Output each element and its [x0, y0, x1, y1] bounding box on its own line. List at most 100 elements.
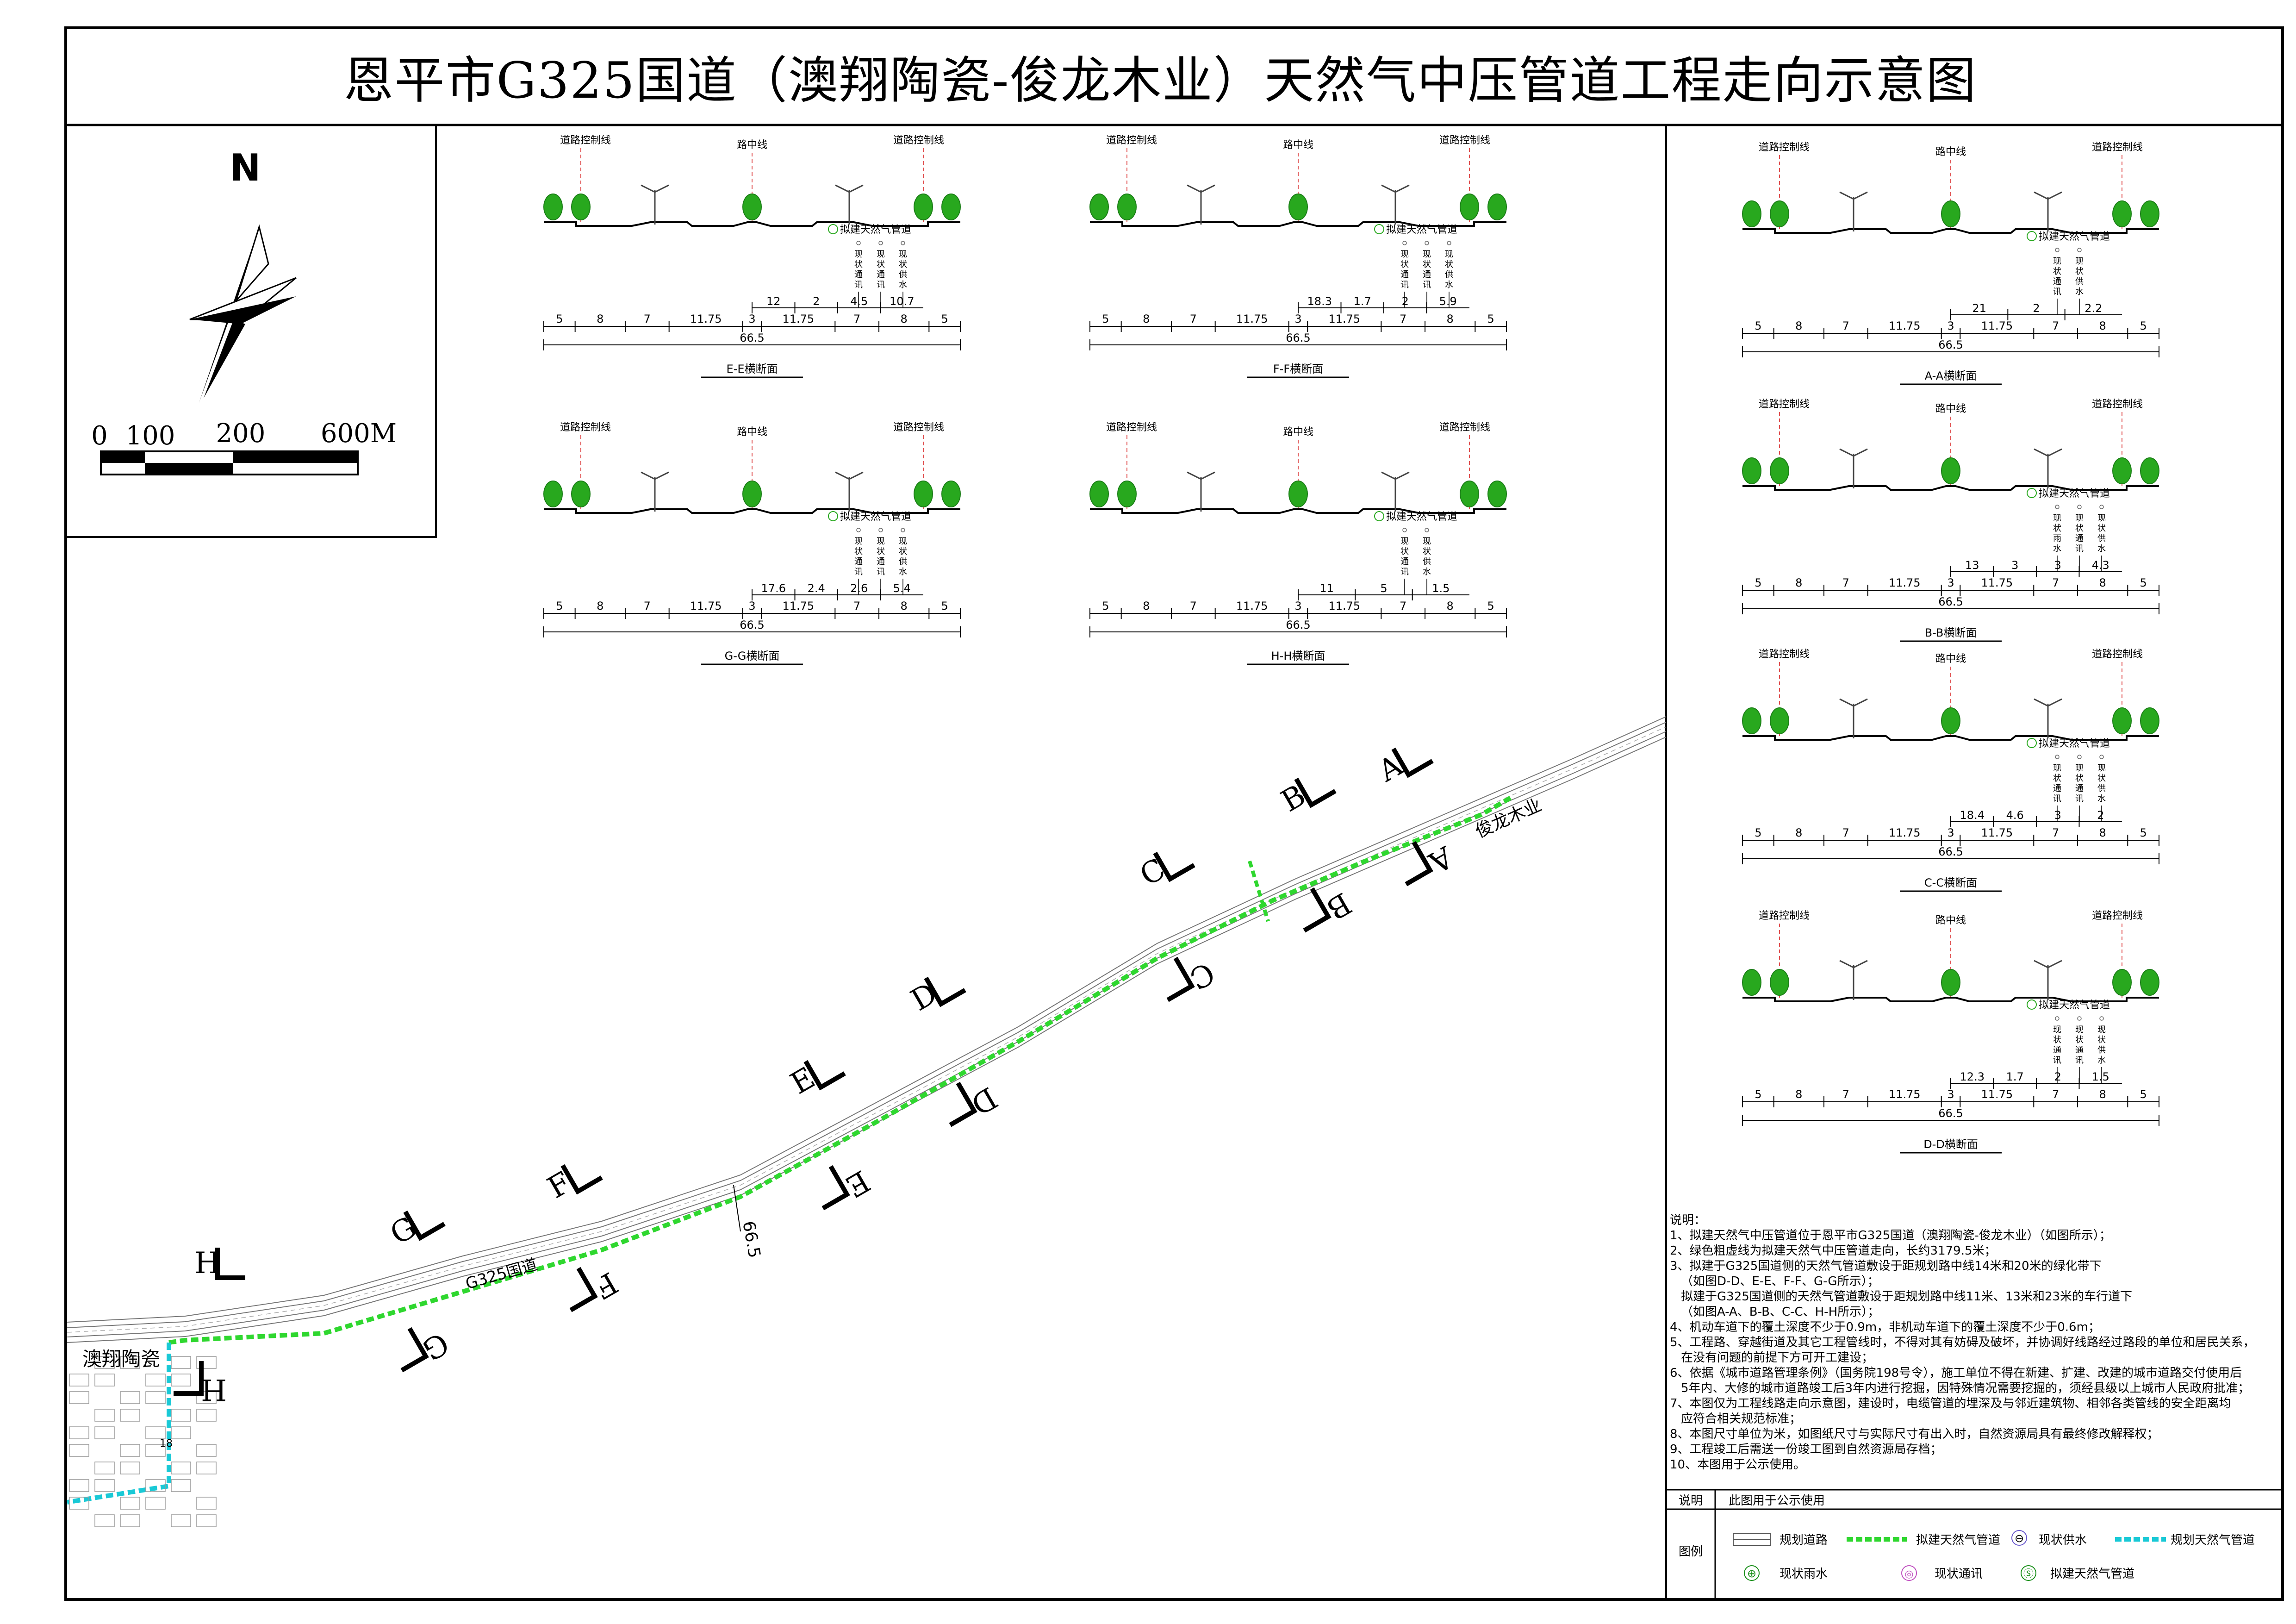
utility-label-char: 现 — [2053, 763, 2061, 773]
tree-icon — [742, 481, 762, 507]
building-block — [120, 1356, 140, 1369]
width-dimension: 3 — [1294, 600, 1301, 612]
width-dimension: 5 — [1487, 600, 1494, 612]
section-marker-a: A — [1372, 747, 1434, 789]
width-dimension: 3 — [1947, 826, 1954, 839]
total-width: 66.5 — [1938, 1107, 1963, 1120]
building-block — [145, 1391, 166, 1404]
proposed-gas-pipe-route — [168, 794, 1515, 1345]
road-edge-line — [67, 722, 1667, 1328]
building-block — [120, 1444, 140, 1457]
street-lamp-icon — [2034, 191, 2062, 200]
tree-icon — [1288, 194, 1308, 220]
north-arrow-box: N 0 100 200 600M — [65, 124, 437, 538]
centerline-label: 路中线 — [1283, 426, 1313, 438]
building-block — [196, 1356, 217, 1369]
width-dimension: 8 — [2099, 319, 2106, 332]
width-dimension: 7 — [2052, 826, 2059, 839]
building-block — [171, 1409, 191, 1422]
utility-point-icon — [1402, 528, 1407, 532]
utility-label-char: 现 — [2097, 763, 2106, 773]
utility-label-char: 现 — [2097, 513, 2106, 523]
offset-dimension: 4.6 — [2006, 809, 2024, 822]
utility-label-char: 讯 — [2075, 794, 2084, 804]
section-caption: D-D横断面 — [1923, 1138, 1978, 1151]
offset-dimension: 17.6 — [761, 582, 786, 595]
offset-dimension: 1.5 — [1432, 582, 1450, 595]
offset-dimension: 3 — [2054, 559, 2061, 572]
note-line: 2、绿色粗虚线为拟建天然气中压管道走向，长约3179.5米； — [1670, 1244, 1997, 1258]
note-line: 拟建于G325国道侧的天然气管道敷设于距规划路中线11米、13米和23米的车行道… — [1681, 1290, 2133, 1304]
outer-frame — [64, 26, 2284, 1601]
width-dimension: 11.75 — [782, 600, 814, 612]
offset-dimension: 5.9 — [1439, 295, 1457, 308]
building-block — [120, 1409, 140, 1422]
utility-label-char: 讯 — [877, 280, 885, 290]
building-block — [171, 1479, 191, 1492]
width-dimension: 7 — [1400, 600, 1406, 612]
building-block — [196, 1514, 217, 1527]
legend-gas-marker: Ⓢ 拟建天然气管道 — [2021, 1565, 2134, 1581]
planned-gas-pipe-route — [67, 1343, 171, 1505]
proposed-gas-pipe-label: 拟建天然气管道 — [2039, 488, 2110, 500]
street-lamp-icon — [1839, 698, 1868, 707]
offset-dimension: 2.2 — [2084, 302, 2102, 315]
road-profile — [544, 508, 960, 514]
width-dimension: 5 — [1755, 826, 1761, 839]
utility-label-char: 状 — [2075, 1035, 2084, 1045]
tree-icon — [742, 194, 762, 220]
utility-label-char: 现 — [2075, 513, 2084, 523]
utility-point-icon — [878, 241, 883, 245]
width-dimension: 7 — [1400, 312, 1406, 325]
section-caption: C-C横断面 — [1924, 876, 1977, 889]
width-dimension: 8 — [1143, 312, 1150, 325]
centerline-label: 路中线 — [1935, 915, 1966, 926]
utility-label-char: 状 — [854, 547, 863, 556]
utility-label-char: 状 — [1400, 547, 1409, 556]
tree-icon — [1089, 481, 1109, 507]
utility-label-char: 状 — [899, 260, 907, 269]
utility-label-char: 状 — [2075, 774, 2084, 783]
street-lamp-icon — [2034, 698, 2062, 707]
building-block — [94, 1462, 115, 1474]
note-line: 在没有问题的前提下方可开工建设； — [1681, 1351, 1874, 1365]
note-line: （如图D-D、E-E、F-F、G-G所示）； — [1681, 1274, 1879, 1288]
width-dimension: 8 — [1143, 600, 1150, 612]
section-marker-bracket — [924, 976, 966, 1007]
street-lamp-icon — [1187, 184, 1215, 193]
building-block — [145, 1497, 166, 1510]
utility-label-char: 水 — [2097, 1056, 2106, 1065]
section-caption: B-B横断面 — [1925, 626, 1977, 639]
centerline-label: 路中线 — [737, 426, 767, 438]
tree-icon — [2140, 457, 2159, 484]
utility-label-char: 水 — [2097, 544, 2106, 554]
utility-label-char: 讯 — [2075, 1056, 2084, 1065]
utility-label-char: 状 — [1423, 547, 1431, 556]
road-profile — [1742, 735, 2159, 741]
width-dimension: 5 — [941, 312, 948, 325]
section-caption: E-E横断面 — [727, 362, 778, 375]
width-dimension: 11.75 — [1981, 319, 2013, 332]
legend-table: 说明 此图用于公示使用 图例 规划道路 拟建天然气管道 ⊖ 现状供水 规划天然气… — [1666, 1489, 2283, 1599]
utility-label-char: 水 — [1445, 280, 1453, 290]
tree-icon — [1742, 200, 1761, 227]
section-marker-f: F — [569, 1265, 623, 1312]
utility-label-char: 现 — [877, 537, 885, 546]
offset-dimension: 18.4 — [1960, 809, 1985, 822]
tree-icon — [1117, 481, 1137, 507]
legend-water: ⊖ 现状供水 — [2011, 1530, 2087, 1547]
offset-dimension: 2 — [1402, 295, 1409, 308]
utility-label-char: 通 — [854, 557, 863, 567]
legend-text-planned-road: 规划道路 — [1780, 1533, 1828, 1547]
notes-heading: 说明： — [1670, 1213, 1706, 1227]
section-marker-bracket — [400, 1327, 429, 1373]
legend-text-gas-marker: 拟建天然气管道 — [2050, 1567, 2134, 1581]
tree-icon — [1770, 969, 1789, 996]
width-dimension: 8 — [1795, 1088, 1802, 1101]
road-control-line-label-right: 道路控制线 — [2092, 649, 2143, 660]
building-block — [120, 1391, 140, 1404]
utility-label-char: 现 — [1423, 250, 1431, 259]
